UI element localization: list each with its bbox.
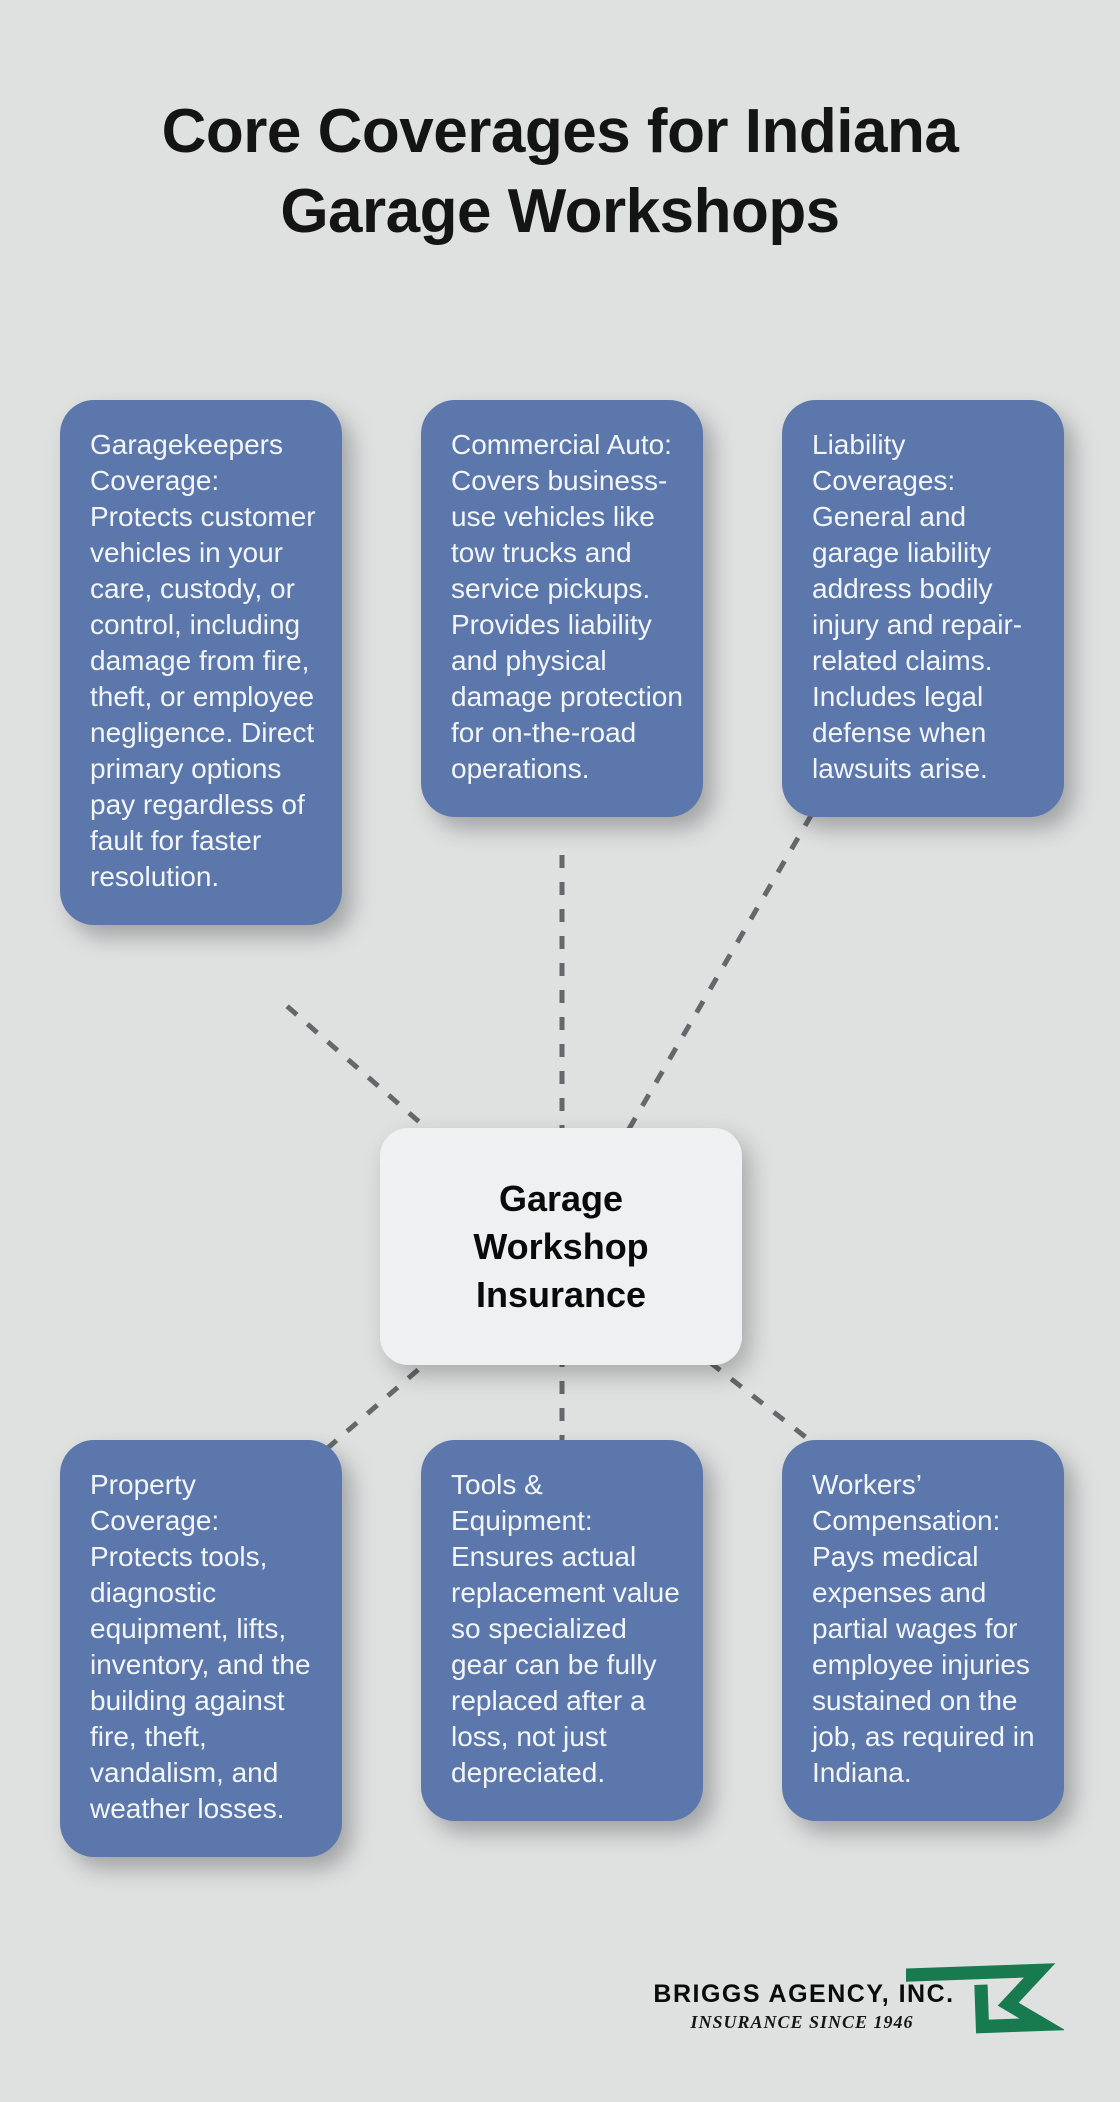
- card-text: Workers’ Compensation: Pays medical expe…: [812, 1469, 1035, 1788]
- card-text: Property Coverage: Protects tools, diagn…: [90, 1469, 311, 1824]
- briggs-agency-logo: BRIGGS AGENCY, INC. INSURANCE SINCE 1946: [620, 1938, 1082, 2058]
- card-text: Tools & Equipment: Ensures actual replac…: [451, 1469, 680, 1788]
- card-text: Commercial Auto: Covers business-use veh…: [451, 429, 683, 784]
- center-node-label: Garage Workshop Insurance: [473, 1177, 649, 1315]
- title-line-1: Core Coverages for Indiana: [161, 97, 959, 166]
- card-text: Liability Coverages: General and garage …: [812, 429, 1023, 784]
- center-node-garage-workshop-insurance: Garage Workshop Insurance: [380, 1128, 742, 1365]
- briggs-b-icon: [906, 1963, 1064, 2034]
- title-line-2: Garage Workshops: [280, 177, 840, 246]
- coverage-card-commercial-auto: Commercial Auto: Covers business-use veh…: [421, 400, 703, 817]
- card-text: Garagekeepers Coverage: Protects custome…: [90, 429, 316, 892]
- coverage-card-liability: Liability Coverages: General and garage …: [782, 400, 1064, 817]
- coverage-card-garagekeepers: Garagekeepers Coverage: Protects custome…: [60, 400, 342, 925]
- coverage-card-property: Property Coverage: Protects tools, diagn…: [60, 1440, 342, 1857]
- infographic-title: Core Coverages for Indiana Garage Worksh…: [0, 92, 1120, 252]
- brand-tagline: INSURANCE SINCE 1946: [690, 2012, 914, 2032]
- coverage-card-tools-equipment: Tools & Equipment: Ensures actual replac…: [421, 1440, 703, 1821]
- brand-name: BRIGGS AGENCY, INC.: [653, 1980, 955, 2008]
- coverage-card-workers-compensation: Workers’ Compensation: Pays medical expe…: [782, 1440, 1064, 1821]
